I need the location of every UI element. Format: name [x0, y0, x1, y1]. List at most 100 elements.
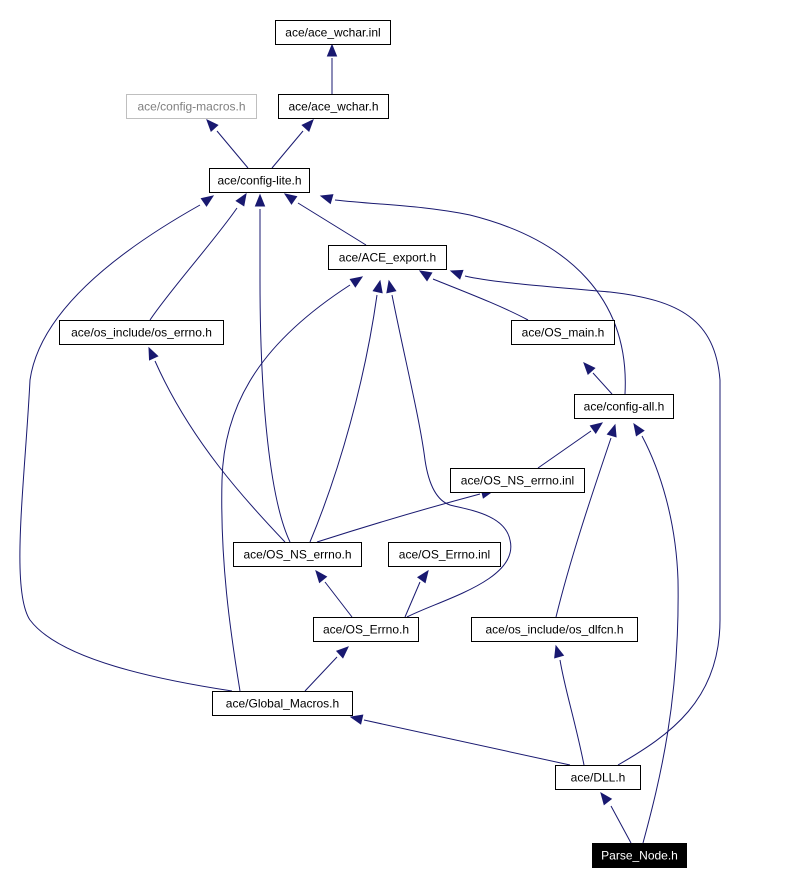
node-config_macros[interactable]: ace/config-macros.h	[126, 94, 257, 119]
edge-line	[404, 581, 421, 618]
edge-line	[19, 204, 233, 692]
node-ace_wchar_h[interactable]: ace/ace_wchar.h	[278, 94, 389, 119]
edge-os_dlfcn-to-config_all	[555, 423, 617, 618]
edge-line	[304, 656, 338, 692]
arrow-head-icon	[235, 192, 247, 207]
edge-global_macros-to-ace_export	[221, 276, 364, 692]
node-label: ace/OS_main.h	[522, 326, 605, 340]
arrow-head-icon	[554, 644, 565, 659]
node-label: ace/OS_NS_errno.h	[243, 548, 351, 562]
edge-config_all-to-os_main	[583, 362, 613, 395]
node-box	[278, 94, 389, 119]
edge-line	[610, 805, 632, 844]
node-box	[511, 320, 615, 345]
arrow-head-icon	[315, 569, 328, 584]
node-os_ns_errno_h[interactable]: ace/OS_NS_errno.h	[233, 542, 362, 567]
arrow-head-icon	[206, 119, 219, 133]
node-box	[275, 20, 391, 45]
edge-line	[391, 294, 512, 618]
node-box	[388, 542, 501, 567]
node-box	[313, 617, 419, 642]
node-label: Parse_Node.h	[601, 849, 678, 863]
edge-line	[221, 284, 351, 692]
edge-line	[216, 130, 249, 169]
edge-ace_export-to-config_lite	[283, 193, 367, 246]
edge-line	[259, 209, 291, 543]
edge-parse_node-to-config_all	[633, 422, 679, 844]
arrow-head-icon	[600, 791, 613, 806]
edge-config_lite-to-config_macros	[206, 119, 249, 169]
node-label: ace/os_include/os_dlfcn.h	[485, 623, 623, 637]
node-layer: ace/ace_wchar.inl ace/config-macros.h ace/…	[59, 20, 687, 868]
edge-global_macros-to-config_lite	[19, 195, 233, 692]
arrow-head-icon	[418, 270, 433, 282]
edge-os_errno_cap_h-to-os_errno_inl	[404, 569, 429, 618]
arrow-head-icon	[349, 276, 364, 288]
arrow-head-icon	[583, 362, 596, 376]
edge-line	[592, 372, 613, 395]
node-box	[555, 765, 641, 790]
edge-dll_h-to-ace_export	[449, 269, 721, 766]
arrow-head-icon	[349, 714, 364, 725]
node-os_errno_h[interactable]: ace/os_include/os_errno.h	[59, 320, 224, 345]
node-ace_export[interactable]: ace/ACE_export.h	[328, 245, 447, 270]
arrow-head-icon	[335, 646, 349, 659]
edge-config_lite-to-ace_wchar_h	[271, 119, 314, 169]
node-label: ace/ace_wchar.h	[288, 100, 378, 114]
node-label: ace/DLL.h	[571, 771, 626, 785]
node-label: ace/ace_wchar.inl	[285, 26, 380, 40]
arrow-head-icon	[319, 194, 334, 205]
arrow-head-icon	[416, 569, 429, 584]
edge-os_errno_h-to-config_lite	[149, 192, 247, 321]
node-label: ace/OS_NS_errno.inl	[461, 474, 574, 488]
arrow-head-icon	[148, 346, 159, 361]
node-box	[592, 843, 687, 868]
node-box	[212, 691, 353, 716]
edge-os_main-to-ace_export	[418, 270, 529, 321]
node-config_all[interactable]: ace/config-all.h	[574, 394, 674, 419]
edge-line	[316, 493, 481, 543]
edge-line	[324, 581, 353, 618]
edge-line	[363, 719, 571, 766]
arrow-head-icon	[200, 195, 215, 207]
edge-os_errno_cap_h-to-os_ns_errno_h	[315, 569, 353, 618]
node-label: ace/ACE_export.h	[339, 251, 436, 265]
edge-line	[559, 659, 585, 766]
node-os_ns_errno_inl[interactable]: ace/OS_NS_errno.inl	[450, 468, 585, 493]
edge-os_ns_errno_h-to-os_errno_h	[148, 346, 286, 543]
node-label: ace/OS_Errno.h	[323, 623, 409, 637]
edge-line	[537, 430, 592, 469]
node-global_macros[interactable]: ace/Global_Macros.h	[212, 691, 353, 716]
node-config_lite[interactable]: ace/config-lite.h	[209, 168, 310, 193]
edge-line	[464, 275, 721, 766]
edge-line	[154, 360, 286, 543]
node-box	[450, 468, 585, 493]
node-os_errno_inl[interactable]: ace/OS_Errno.inl	[388, 542, 501, 567]
arrow-head-icon	[301, 119, 314, 133]
node-dll_h[interactable]: ace/DLL.h	[555, 765, 641, 790]
arrow-head-icon	[606, 423, 617, 438]
node-label: ace/config-all.h	[584, 400, 665, 414]
node-ace_wchar_inl[interactable]: ace/ace_wchar.inl	[275, 20, 391, 45]
edge-line	[271, 130, 304, 169]
edge-dll_h-to-global_macros	[349, 714, 571, 766]
arrow-head-icon	[372, 279, 383, 294]
edge-global_macros-to-os_errno_cap_h	[304, 646, 349, 692]
node-label: ace/OS_Errno.inl	[399, 548, 490, 562]
node-label: ace/config-lite.h	[217, 174, 301, 188]
edge-os_ns_errno_h-to-config_lite	[254, 193, 291, 543]
edge-os_errno_cap_h-to-ace_export	[386, 279, 512, 618]
edge-ace_wchar_h-to-ace_wchar_inl	[326, 43, 338, 94]
node-os_errno_cap_h[interactable]: ace/OS_Errno.h	[313, 617, 419, 642]
edge-line	[297, 202, 367, 246]
arrow-head-icon	[283, 193, 298, 205]
arrow-head-icon	[449, 269, 464, 280]
arrow-head-icon	[633, 422, 645, 437]
edge-line	[641, 435, 679, 844]
node-os_dlfcn[interactable]: ace/os_include/os_dlfcn.h	[471, 617, 638, 642]
node-parse_node[interactable]: Parse_Node.h	[592, 843, 687, 868]
node-label: ace/Global_Macros.h	[226, 697, 339, 711]
node-box	[328, 245, 447, 270]
node-os_main[interactable]: ace/OS_main.h	[511, 320, 615, 345]
